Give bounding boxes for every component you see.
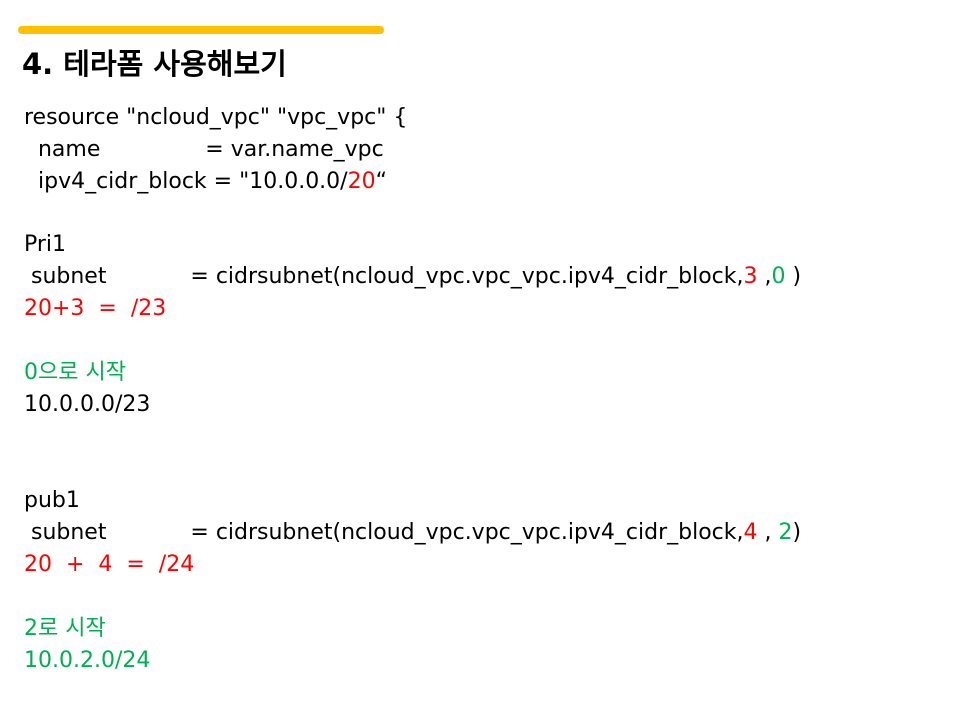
pub1-subnet-line: subnet = cidrsubnet(ncloud_vpc.vpc_vpc.i…: [24, 518, 801, 548]
pri1-subnet-line: subnet = cidrsubnet(ncloud_vpc.vpc_vpc.i…: [24, 262, 801, 292]
vpc-cidr-prefix: ipv4_cidr_block = "10.0.0.0/: [24, 169, 348, 194]
vpc-resource-header: resource "ncloud_vpc" "vpc_vpc" {: [24, 105, 408, 130]
pri1-start-num: 0: [24, 360, 38, 385]
pub1-subnet-prefix: subnet = cidrsubnet(ncloud_vpc.vpc_vpc.i…: [24, 520, 744, 545]
pub1-separator: ,: [757, 520, 779, 545]
pub1-start-note: 2로 시작: [24, 614, 106, 644]
pub1-result: 10.0.2.0/24: [24, 648, 151, 673]
vpc-cidr-mask: 20: [347, 169, 376, 194]
vpc-cidr-suffix: “: [375, 169, 387, 194]
pri1-separator: ,: [757, 264, 772, 289]
pub1-start-num: 2: [24, 616, 38, 641]
pri1-start-text: 으로 시작: [38, 360, 126, 385]
pri1-start-note: 0으로 시작: [24, 358, 126, 388]
pri1-netnum: 0: [771, 264, 786, 289]
slide-title: 4. 테라폼 사용해보기: [22, 47, 287, 81]
pri1-subnet-prefix: subnet = cidrsubnet(ncloud_vpc.vpc_vpc.i…: [24, 264, 744, 289]
title-accent-bar: [18, 26, 384, 34]
pub1-close: ): [792, 520, 802, 545]
pub1-start-text: 로 시작: [38, 616, 106, 641]
pub1-label: pub1: [24, 488, 80, 513]
pub1-netnum: 2: [778, 520, 793, 545]
pub1-newbits: 4: [743, 520, 758, 545]
pri1-close: ): [785, 264, 802, 289]
pub1-calc: 20 + 4 = /24: [24, 552, 195, 577]
pri1-calc: 20+3 = /23: [24, 296, 167, 321]
pri1-label: Pri1: [24, 232, 67, 257]
pri1-newbits: 3: [743, 264, 758, 289]
pri1-result: 10.0.0.0/23: [24, 392, 151, 417]
vpc-cidr-line: ipv4_cidr_block = "10.0.0.0/20“: [24, 167, 387, 197]
vpc-name-line: name = var.name_vpc: [24, 137, 384, 162]
